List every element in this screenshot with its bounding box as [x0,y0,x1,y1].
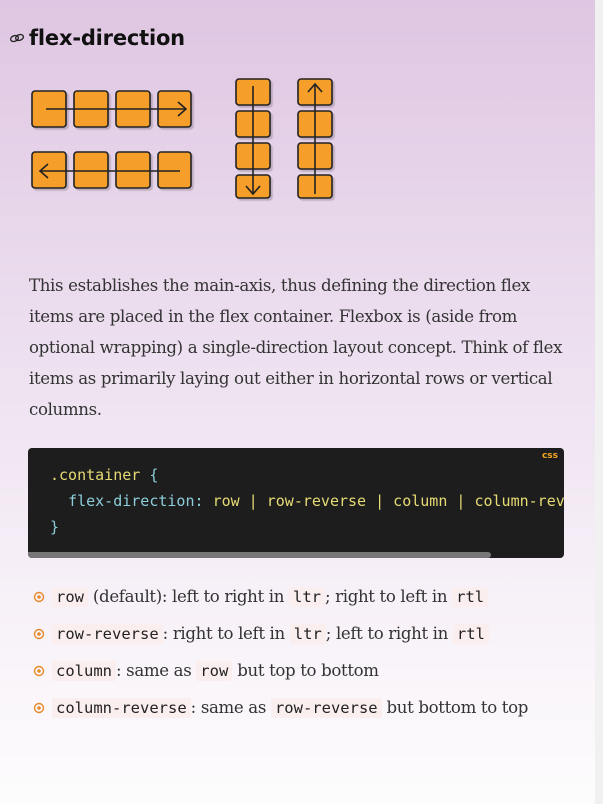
inline-code: column [52,661,116,681]
code-horizontal-scrollbar[interactable] [28,552,491,558]
list-item-text: but top to bottom [232,661,379,680]
bullet-ring-icon [33,702,45,714]
section-heading: flex-direction [9,26,185,50]
inline-code: row-reverse [270,698,382,718]
list-item-text: : same as [116,661,197,680]
code-block[interactable]: css .container { flex-direction: row | r… [28,448,564,558]
intro-paragraph: This establishes the main-axis, thus def… [29,276,563,419]
column-arrow [245,86,261,196]
code-text[interactable]: .container { flex-direction: row | row-r… [50,462,564,540]
inline-code: ltr [288,587,325,607]
page-title: flex-direction [29,26,185,50]
bullet-ring-icon [33,665,45,677]
list-item-text: ; right to left in [324,587,453,606]
row-reverse-diagram [31,151,192,189]
code-value: row | row-reverse | column | column-reve… [212,492,564,510]
code-property: flex-direction: [68,492,204,510]
flex-direction-diagram [31,78,333,199]
link-icon[interactable] [9,31,25,45]
direction-values-list: row (default): left to right in ltr; rig… [33,581,563,729]
inline-code: row [196,661,233,681]
list-item: column-reverse: same as row-reverse but … [33,692,563,724]
code-open-brace: { [149,466,159,484]
list-item-text: but bottom to top [381,698,529,717]
inline-code: row-reverse [52,624,163,644]
code-close-brace: } [50,518,60,536]
list-item-text: (default): left to right in [88,587,289,606]
code-selector: .container [50,466,141,484]
list-item: column: same as row but top to bottom [33,655,563,687]
list-item-text: : right to left in [162,624,290,643]
language-badge: css [541,451,558,461]
inline-code: rtl [452,624,489,644]
list-item-text: : same as [190,698,271,717]
row-reverse-arrow [38,163,180,179]
column-reverse-arrow [307,82,323,194]
row-arrow [46,101,188,117]
inline-code: ltr [289,624,326,644]
list-item-text: ; left to right in [325,624,453,643]
bullet-ring-icon [33,591,45,603]
list-item: row (default): left to right in ltr; rig… [33,581,563,613]
inline-code: rtl [452,587,489,607]
page-scrollbar[interactable] [595,0,603,804]
bullet-ring-icon [33,628,45,640]
inline-code: column-reverse [52,698,191,718]
list-item: row-reverse: right to left in ltr; left … [33,618,563,650]
inline-code: row [52,587,88,607]
